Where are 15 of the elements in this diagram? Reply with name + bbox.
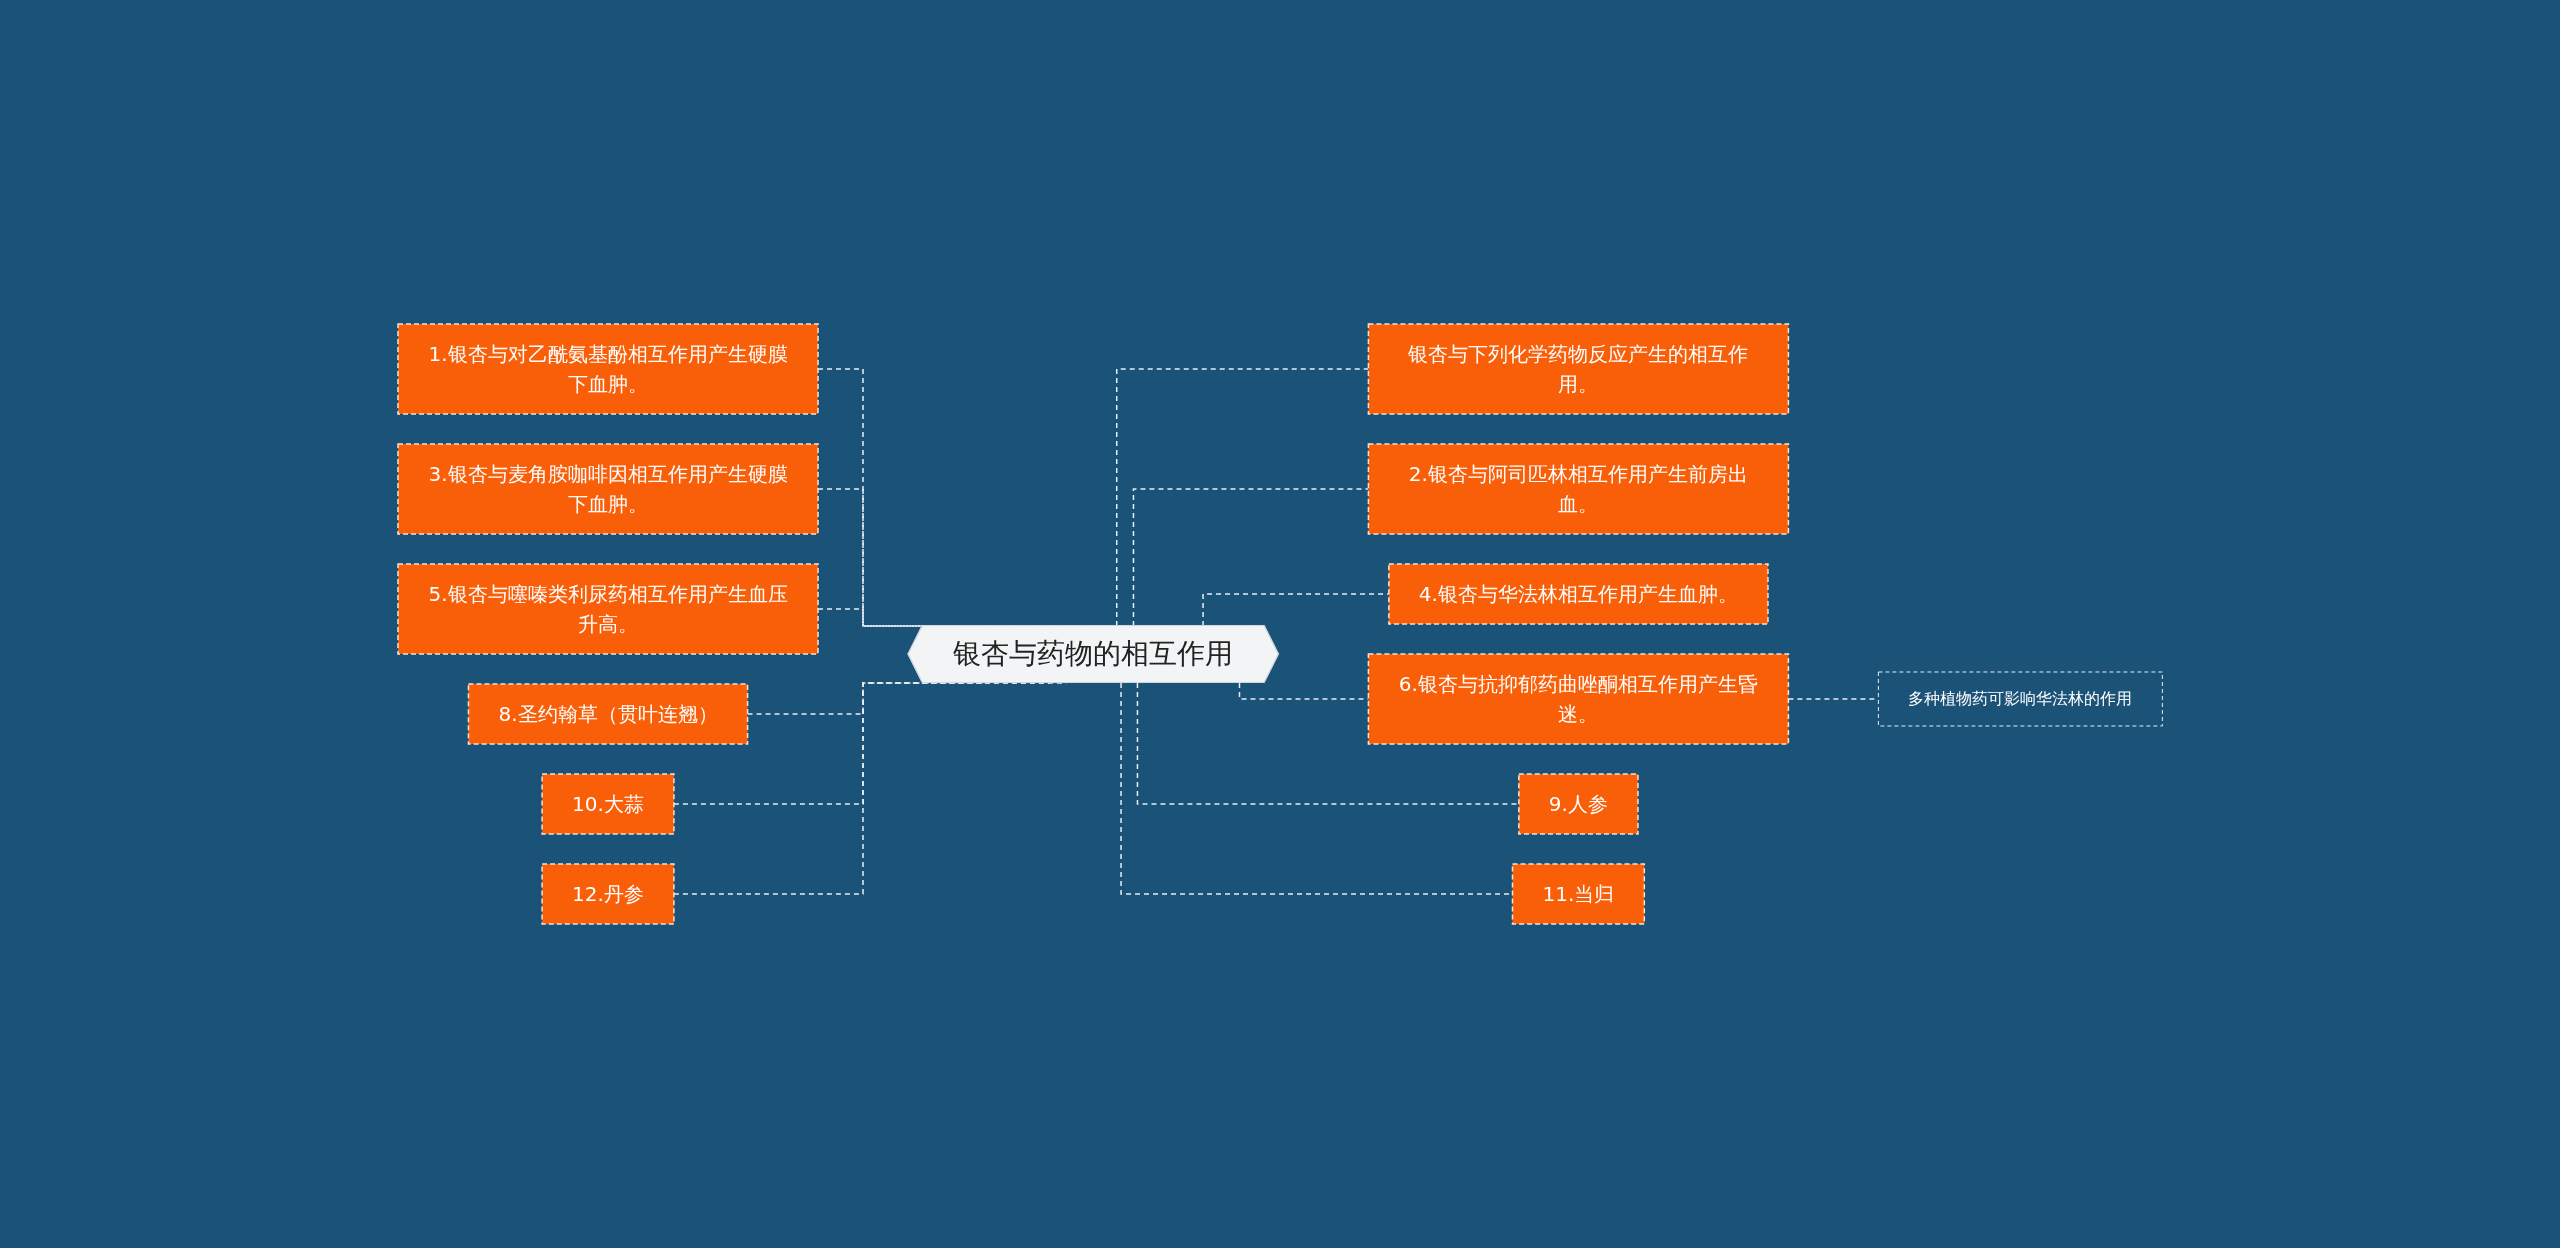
node-box: 12.丹参 (541, 863, 675, 925)
node-box: 9.人参 (1517, 773, 1639, 835)
node-box: 10.大蒜 (541, 773, 675, 835)
connector (1132, 488, 1369, 627)
node-box: 11.当归 (1511, 863, 1645, 925)
node-box: 3.银杏与麦角胺咖啡因相互作用产生硬膜下血肿。 (397, 443, 819, 535)
node-box: 5.银杏与噻嗪类利尿药相互作用产生血压升高。 (397, 563, 819, 655)
node-box: 1.银杏与对乙酰氨基酚相互作用产生硬膜下血肿。 (397, 323, 819, 415)
node-box: 6.银杏与抗抑郁药曲唑酮相互作用产生昏迷。 (1367, 653, 1789, 745)
node-box: 8.圣约翰草（贯叶连翘） (467, 683, 749, 745)
node-box: 多种植物药可影响华法林的作用 (1877, 671, 2163, 727)
node-box: 4.银杏与华法林相互作用产生血肿。 (1387, 563, 1769, 625)
node-box: 2.银杏与阿司匹林相互作用产生前房出血。 (1367, 443, 1789, 535)
connector (1115, 368, 1369, 627)
node-box: 银杏与下列化学药物反应产生的相互作用。 (1367, 323, 1789, 415)
